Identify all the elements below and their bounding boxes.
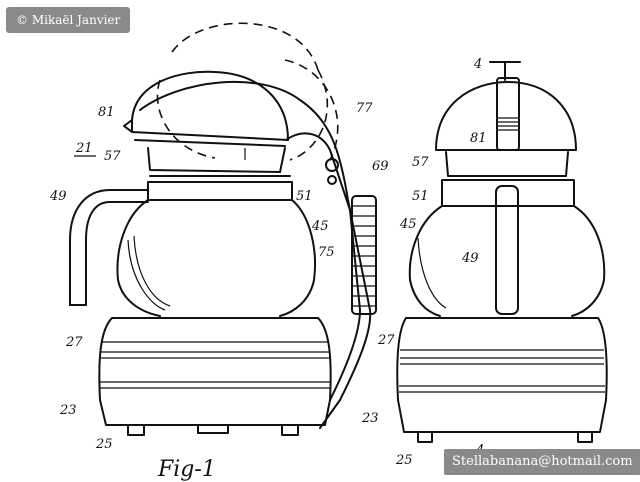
fig2-labels: 4 81 57 51 45 49 27 23 25 4 [361, 57, 487, 468]
label-23: 23 [59, 403, 77, 418]
figure-caption: Fig-1 [157, 457, 216, 482]
label-4-top: 4 [473, 57, 482, 72]
email-watermark: Stellabanana@hotmail.com [444, 449, 640, 475]
photo-credit-watermark: © Mikaël Janvier [6, 7, 131, 33]
fig1-coffee-maker [69, 22, 377, 436]
label-57: 57 [104, 149, 121, 164]
label-45-right: 45 [399, 217, 417, 232]
label-51-right: 51 [412, 189, 429, 204]
label-45: 45 [311, 219, 329, 234]
label-21: 21 [75, 141, 93, 156]
label-49: 49 [49, 189, 67, 204]
fig1-labels: 81 21 57 49 77 69 51 45 75 27 23 25 Fig-… [49, 101, 389, 482]
label-77: 77 [356, 101, 373, 116]
label-25: 25 [95, 437, 113, 452]
label-81-right: 81 [470, 131, 487, 146]
fig2-coffee-maker [396, 61, 608, 443]
label-57-right: 57 [412, 155, 429, 170]
label-69: 69 [372, 159, 389, 174]
label-25-right: 25 [395, 453, 413, 468]
label-49-right: 49 [461, 251, 479, 266]
label-27-right: 27 [377, 333, 395, 348]
label-81: 81 [98, 105, 115, 120]
label-23-right: 23 [361, 411, 379, 426]
label-27: 27 [65, 335, 83, 350]
label-75: 75 [318, 245, 335, 260]
label-51: 51 [296, 189, 313, 204]
grip-ribs [352, 205, 376, 307]
